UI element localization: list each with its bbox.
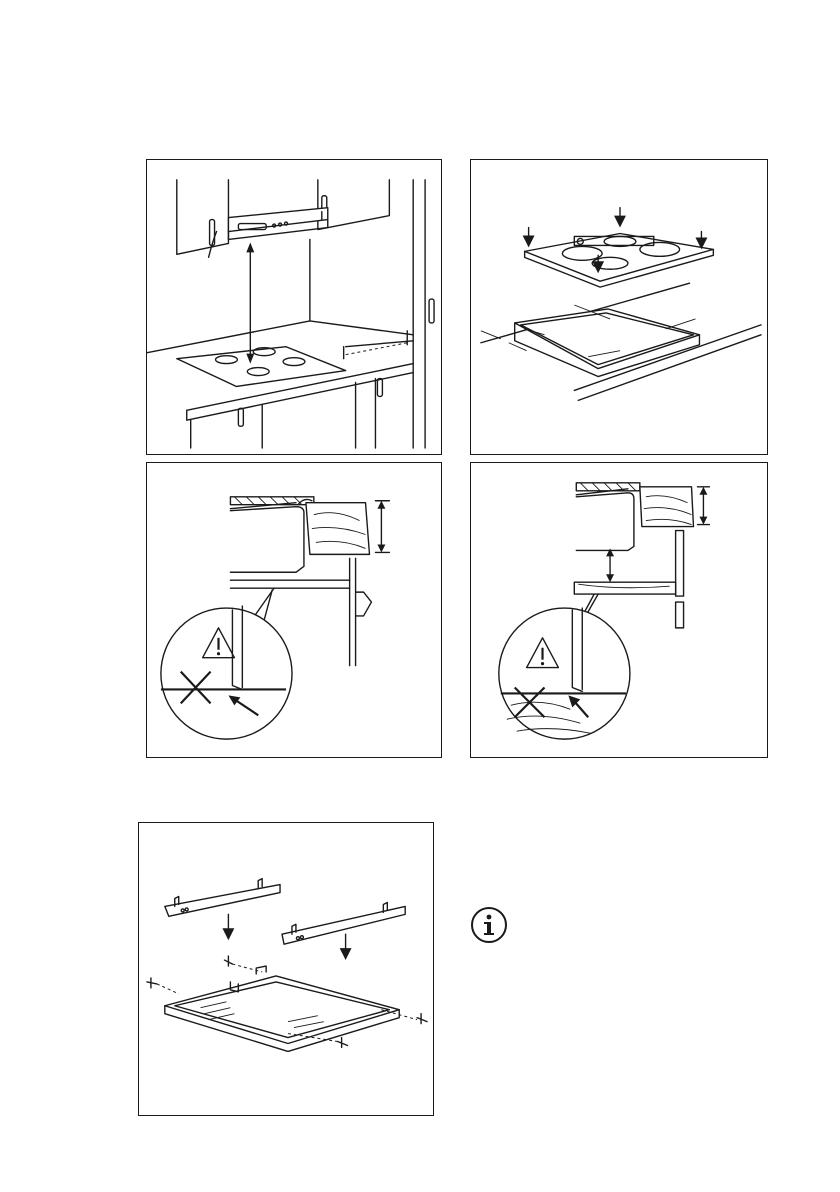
figure-oven-below [146,462,442,758]
hob-cutout-seal-illustration [471,160,767,454]
info-icon [470,906,508,944]
mounting-brackets-assembly-illustration [139,823,433,1115]
range-hood-distance-illustration [147,160,441,454]
figure-hood-clearance [146,159,442,455]
hob-above-shelf-warning-illustration [471,463,767,757]
figure-shelf-below [470,462,768,758]
figure-cutout-seal [470,159,768,455]
figure-bracket-assembly [138,822,434,1116]
hob-above-drawer-warning-illustration [147,463,441,757]
